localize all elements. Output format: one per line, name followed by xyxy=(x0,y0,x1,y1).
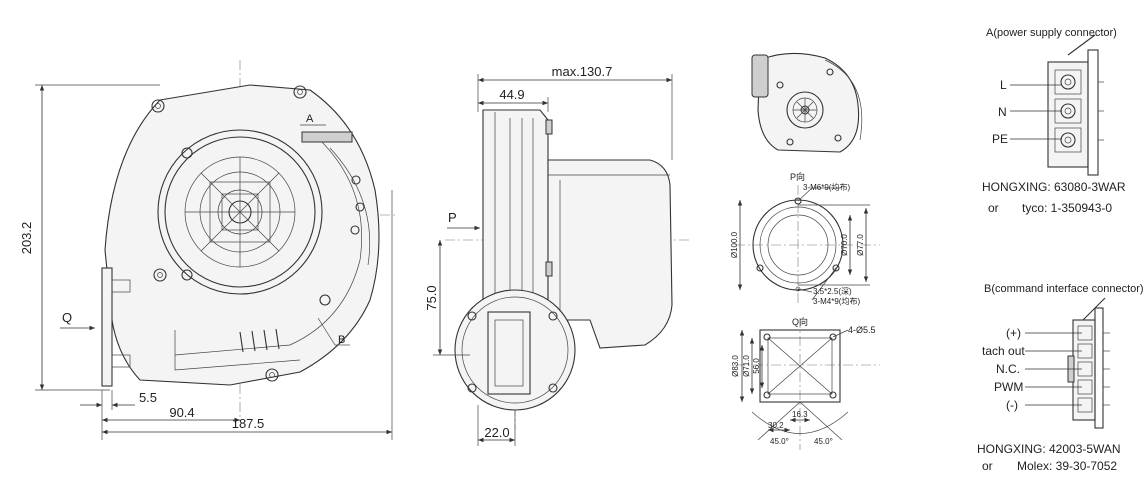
side-view xyxy=(433,74,690,446)
q-view-angle-1: 45.0° xyxy=(770,437,789,446)
q-view xyxy=(735,318,880,450)
label-q: Q xyxy=(62,310,72,325)
connector-b-pin-minus: (-) xyxy=(1006,398,1018,412)
p-view-screw-note: 3-M6*9(均布) xyxy=(803,182,850,192)
p-view-dia-77: Ø77.0 xyxy=(856,234,865,256)
q-view-angle-2: 45.0° xyxy=(814,437,833,446)
connector-b-pin-plus: (+) xyxy=(1006,326,1021,340)
label-p: P xyxy=(448,210,457,225)
connector-a-drawing xyxy=(1010,34,1104,176)
q-view-dim-16: 16.3 xyxy=(792,410,808,419)
label-b: B xyxy=(338,334,345,346)
side-max-length: max.130.7 xyxy=(552,64,613,79)
connector-b-drawing xyxy=(1025,297,1110,429)
connector-a-part-1: HONGXING: 63080-3WAR xyxy=(982,180,1126,194)
connector-b-part-2: Molex: 39-30-7052 xyxy=(1017,459,1117,473)
label-a: A xyxy=(306,113,314,125)
p-view-outer-dia: Ø100.0 xyxy=(730,231,739,258)
connector-b-part-1: HONGXING: 42003-5WAN xyxy=(977,442,1121,456)
connector-b-pin-pwm: PWM xyxy=(994,380,1023,394)
connector-a-part-2: tyco: 1-350943-0 xyxy=(1022,201,1112,215)
q-view-dim-56: 56.0 xyxy=(752,358,761,374)
front-offset-dim-2: 90.4 xyxy=(169,405,194,420)
q-view-title: Q向 xyxy=(792,316,808,327)
front-view xyxy=(35,60,395,440)
connector-a-pin-n: N xyxy=(998,105,1007,119)
connector-a-title: A(power supply connector) xyxy=(986,27,1117,39)
p-view-dia-70: Ø70.0 xyxy=(840,234,849,256)
q-view-dia-71: Ø71.0 xyxy=(742,355,751,377)
p-view-title: P向 xyxy=(790,171,805,182)
connector-b-pin-nc: N.C. xyxy=(996,362,1020,376)
connector-b-title: B(command interface connector) xyxy=(984,283,1144,295)
connector-b-or: or xyxy=(982,459,993,473)
fan-perspective-illustration xyxy=(751,52,863,153)
connector-a-or: or xyxy=(988,201,999,215)
p-view xyxy=(735,185,880,305)
connector-b-pin-tach: tach out xyxy=(982,344,1025,358)
connector-a-pin-l: L xyxy=(1000,78,1007,92)
front-width-dim: 187.5 xyxy=(232,416,265,431)
q-view-dia-83: Ø83.0 xyxy=(731,355,740,377)
p-view-depth-note: 3.5*2.5(深) xyxy=(813,287,852,296)
front-height-dim: 203.2 xyxy=(19,222,34,255)
connector-a-pin-pe: PE xyxy=(992,132,1008,146)
q-view-hole-note: 4-Ø5.5 xyxy=(848,325,876,335)
p-view-screw-note-2: 3-M4*9(均布) xyxy=(813,296,860,306)
side-depth-dim: 44.9 xyxy=(499,87,524,102)
side-outlet-dim: 22.0 xyxy=(484,425,509,440)
side-height-dim: 75.0 xyxy=(424,285,439,310)
q-view-dim-30: 30.2 xyxy=(768,421,784,430)
front-offset-dim-1: 5.5 xyxy=(139,390,157,405)
